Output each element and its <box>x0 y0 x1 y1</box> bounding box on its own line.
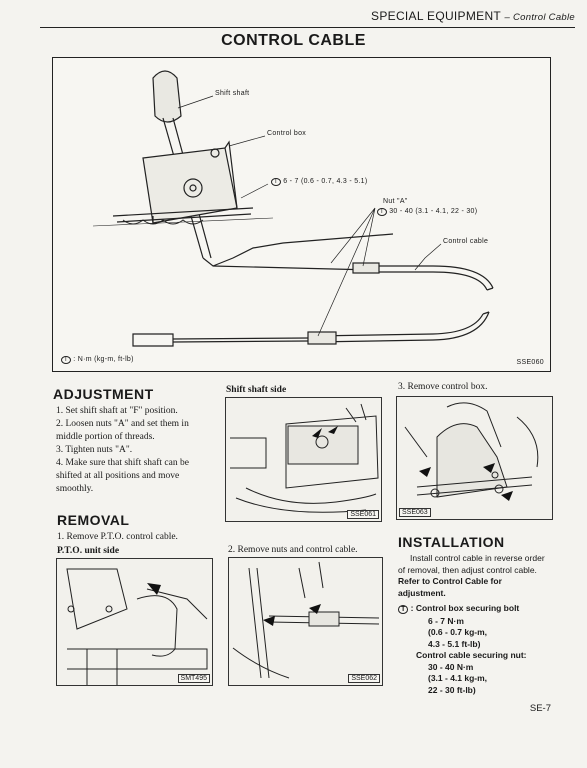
page-header: SPECIAL EQUIPMENT – Control Cable <box>371 9 575 23</box>
remove-box-illustration <box>404 402 539 501</box>
torque-symbol-icon: T <box>398 605 409 614</box>
adjustment-step-1: 1. Set shift shaft at "F" position. <box>56 406 178 416</box>
bolt-label: : Control box securing bolt <box>410 603 520 613</box>
label-control-box: Control box <box>267 130 307 137</box>
label-control-cable: Control cable <box>443 238 489 245</box>
bolt-value-1: 6 - 7 N·m <box>428 615 464 626</box>
header-section: SPECIAL EQUIPMENT <box>371 9 501 23</box>
installation-body: Install control cable in reverse order o… <box>398 553 545 575</box>
adjustment-step-3: 3. Tighten nuts "A". <box>56 445 133 455</box>
legend-text: : N·m (kg-m, ft-lb) <box>73 356 134 363</box>
adjustment-step-4: 4. Make sure that shift shaft can be shi… <box>56 458 189 494</box>
torque-symbol-icon: T <box>61 356 71 364</box>
shift-side-illustration <box>230 403 379 513</box>
label-torque-2: T 30 - 40 (3.1 - 4.1, 22 - 30) <box>377 208 478 216</box>
adjustment-step-2: 2. Loosen nuts "A" and set them in middl… <box>56 419 189 442</box>
header-subsection: – Control Cable <box>504 12 575 23</box>
pto-illustration <box>66 568 208 685</box>
header-rule <box>40 27 575 28</box>
torque-legend: T : N·m (kg-m, ft-lb) <box>61 356 134 364</box>
shift-side-figure: SSE061 <box>225 397 382 522</box>
shift-side-code: SSE061 <box>347 510 379 519</box>
torque-symbol-icon: T <box>271 178 281 186</box>
page-number: SE-7 <box>529 703 551 714</box>
bolt-value-2: (0.6 - 0.7 kg-m, <box>428 627 488 637</box>
nut-label: Control cable securing nut: <box>416 650 527 660</box>
remove-nuts-illustration <box>232 561 380 679</box>
control-cable-diagram <box>92 70 494 347</box>
installation-text: Install control cable in reverse order o… <box>398 553 550 696</box>
bolt-value-3: 4.3 - 5.1 ft-lb) <box>428 638 481 649</box>
installation-ref: Refer to Control Cable for adjustment. <box>398 576 502 598</box>
pto-figure: SMT495 <box>56 558 213 686</box>
remove-nuts-figure: SSE062 <box>228 557 383 686</box>
shift-side-caption: Shift shaft side <box>226 385 287 395</box>
main-figure: Shift shaft Control box T 6 - 7 (0.6 - 0… <box>52 57 551 372</box>
remove-nuts-caption: 2. Remove nuts and control cable. <box>228 545 358 555</box>
label-shift-shaft: Shift shaft <box>215 90 250 97</box>
label-nut-a: Nut "A" <box>383 198 408 205</box>
label-torque-1: T 6 - 7 (0.6 - 0.7, 4.3 - 5.1) <box>271 178 368 186</box>
removal-heading: REMOVAL <box>57 512 130 528</box>
installation-heading: INSTALLATION <box>398 534 505 550</box>
bolt-values: 6 - 7 N·m (0.6 - 0.7 kg-m, 4.3 - 5.1 ft-… <box>398 616 550 651</box>
removal-step-1: 1. Remove P.T.O. control cable. <box>57 532 178 542</box>
remove-box-code: SSE063 <box>399 508 431 517</box>
page-title: CONTROL CABLE <box>221 32 366 49</box>
nut-value-2: (3.1 - 4.1 kg-m, <box>428 673 488 683</box>
nut-values: 30 - 40 N·m (3.1 - 4.1 kg-m, 22 - 30 ft-… <box>398 662 550 697</box>
adjustment-steps: 1. Set shift shaft at "F" position. 2. L… <box>56 405 208 496</box>
bolt-spec: T : Control box securing bolt <box>398 603 550 616</box>
adjustment-heading: ADJUSTMENT <box>53 386 154 402</box>
torque-2-value: 30 - 40 (3.1 - 4.1, 22 - 30) <box>389 208 478 215</box>
nut-value-3: 22 - 30 ft-lb) <box>428 684 476 695</box>
figure-code: SSE060 <box>516 359 544 366</box>
pto-code: SMT495 <box>177 674 210 683</box>
torque-symbol-icon: T <box>377 208 387 216</box>
nut-value-1: 30 - 40 N·m <box>428 661 474 672</box>
remove-box-caption: 3. Remove control box. <box>398 382 488 392</box>
pto-label: P.T.O. unit side <box>57 546 120 556</box>
torque-1-value: 6 - 7 (0.6 - 0.7, 4.3 - 5.1) <box>283 178 368 185</box>
remove-nuts-code: SSE062 <box>348 674 380 683</box>
remove-box-figure: SSE063 <box>396 396 553 520</box>
